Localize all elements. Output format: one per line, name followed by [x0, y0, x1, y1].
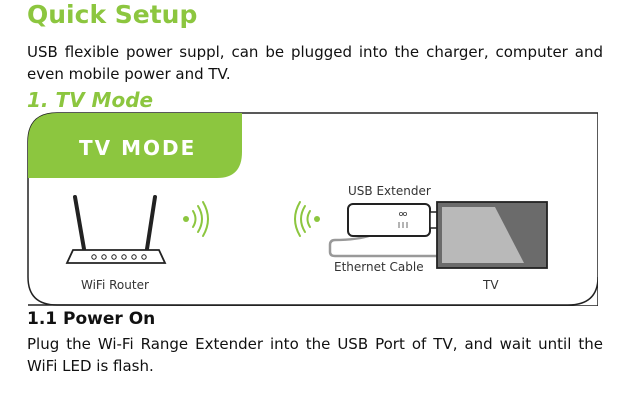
router-wifi-signal-icon	[183, 201, 209, 237]
diagram-frame-bottom	[28, 276, 598, 306]
ethernet-cable-line	[328, 233, 439, 258]
power-on-paragraph: Plug the Wi-Fi Range Extender into the U…	[27, 335, 603, 375]
extender-wifi-signal-icon	[294, 201, 320, 237]
intro-paragraph: USB flexible power suppl, can be plugged…	[27, 43, 603, 83]
wifi-router-label: WiFi Router	[81, 278, 149, 292]
banner-shape	[28, 113, 242, 178]
router-icon	[65, 195, 167, 264]
subsection-title-power-on: 1.1 Power On	[27, 309, 156, 329]
ethernet-cable-label: Ethernet Cable	[334, 260, 424, 274]
tv-icon	[436, 201, 548, 269]
usb-extender-label: USB Extender	[348, 184, 431, 198]
page-title: Quick Setup	[27, 0, 198, 29]
section-title-tv-mode: 1. TV Mode	[27, 88, 154, 112]
tv-mode-diagram: TV MODE USB Extender Ethernet Cable WiFi…	[27, 112, 598, 306]
usb-extender-icon	[347, 203, 443, 237]
tv-mode-banner: TV MODE	[79, 136, 197, 160]
tv-label: TV	[483, 278, 499, 292]
diagram-graphics	[27, 112, 598, 306]
